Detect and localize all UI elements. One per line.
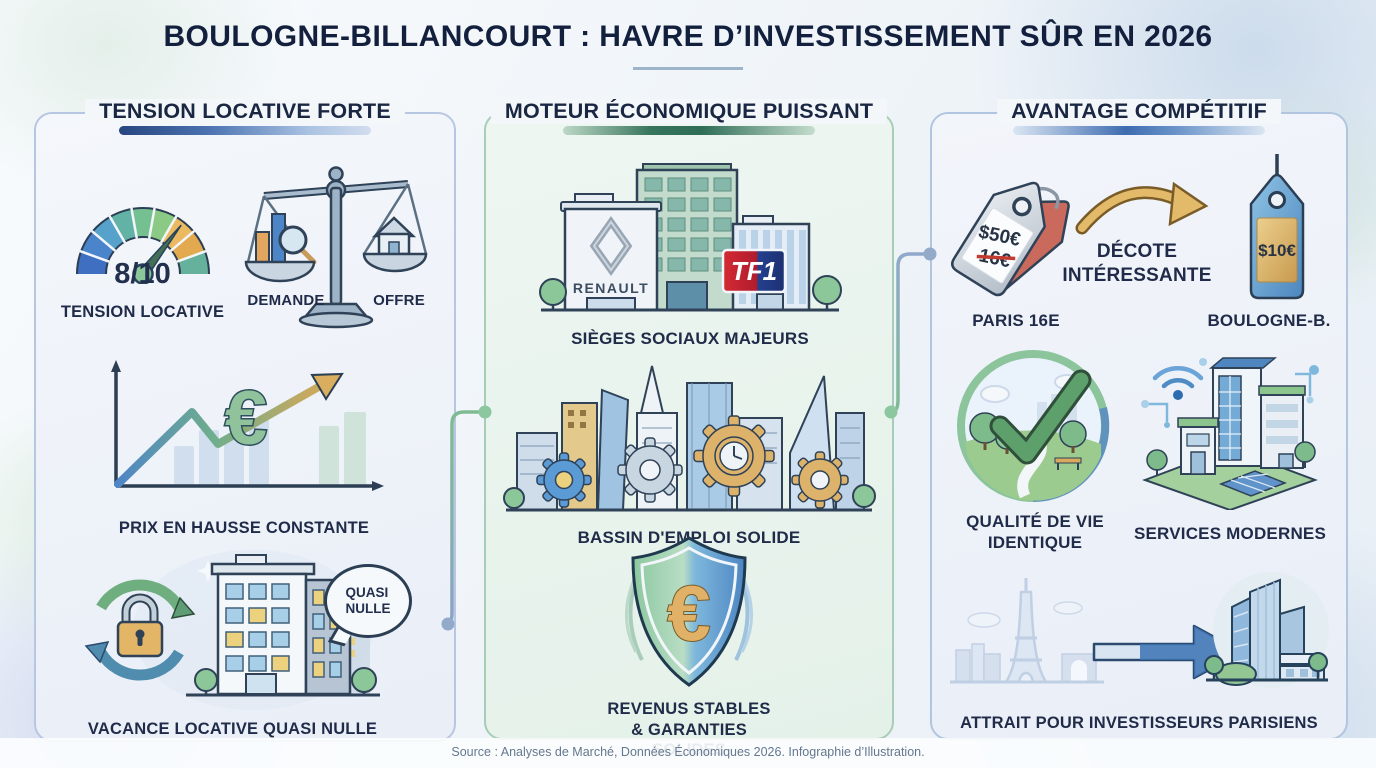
sparkle-icon bbox=[196, 560, 219, 582]
vacancy-lock-icon bbox=[84, 550, 380, 710]
cloud-icon bbox=[967, 601, 1083, 628]
gauge-icon bbox=[75, 207, 210, 285]
panel-tension-locative: TENSION LOCATIVE FORTE bbox=[34, 99, 456, 742]
paris-attraction-icon bbox=[950, 572, 1329, 688]
price-chart-icon: € bbox=[111, 360, 384, 491]
gauge-value: 8/10 bbox=[114, 258, 171, 290]
decote-label-line2: INTÉRESSANTE bbox=[1062, 265, 1212, 287]
quality-label-line2: IDENTIQUE bbox=[987, 533, 1083, 553]
gear-icon bbox=[536, 452, 592, 508]
vacancy-label: VACANCE LOCATIVE QUASI NULLE bbox=[87, 720, 378, 738]
bench-icon bbox=[1054, 457, 1082, 470]
quality-label: QUALITÉ DE VIE IDENTIQUE bbox=[950, 511, 1120, 554]
boulogne-buildings-icon bbox=[1204, 578, 1328, 686]
growth-arrow-head bbox=[310, 372, 344, 401]
tree-icon bbox=[1293, 441, 1316, 468]
hq-buildings-icon: RENAULT TF1 bbox=[539, 163, 842, 312]
decote-label: DÉCOTE INTÉRESSANTE bbox=[1049, 240, 1225, 289]
header-accent-bar bbox=[119, 126, 371, 135]
panel-moteur-economique: MOTEUR ÉCONOMIQUE PUISSANT bbox=[484, 99, 894, 759]
shield-block: € REVENUS STABLES & GARANTIES SOLIDES bbox=[604, 532, 774, 761]
renault-logo-text: RENAULT bbox=[573, 280, 649, 296]
services-block: SERVICES MODERNES bbox=[1128, 352, 1332, 544]
connector-economy-advantage bbox=[884, 247, 937, 419]
hq-label: SIÈGES SOCIAUX MAJEURS bbox=[571, 329, 809, 348]
paris-tag-block: $50€ 16€ bbox=[944, 160, 1079, 315]
attract-block: ATTRAIT POUR INVESTISSEURS PARISIENS bbox=[942, 562, 1336, 734]
revenue-shield-icon: € bbox=[624, 536, 754, 687]
hq-block: RENAULT TF1 SIÈGES SOCIAUX MAJEURS bbox=[530, 162, 850, 349]
scale-label-offre: OFFRE bbox=[373, 292, 425, 309]
paris-price-tag-icon: $50€ 16€ bbox=[950, 181, 1070, 297]
boulogne-tag-price: $10€ bbox=[1258, 241, 1296, 260]
page-title: BOULOGNE-BILLANCOURT : HAVRE D’INVESTISS… bbox=[163, 20, 1213, 53]
quality-label-line1: QUALITÉ DE VIE bbox=[966, 512, 1104, 531]
tree-icon bbox=[1059, 420, 1087, 453]
header-accent-bar bbox=[563, 126, 815, 135]
magnifier-icon bbox=[278, 225, 308, 255]
connector-tension-economy bbox=[441, 405, 492, 631]
tree-icon bbox=[1308, 652, 1328, 680]
tree-icon bbox=[1145, 449, 1168, 476]
arc-de-triomphe-icon bbox=[1061, 653, 1097, 683]
gauge-block: 8/10 TENSION LOCATIVE bbox=[60, 174, 225, 321]
title-underline bbox=[633, 67, 743, 70]
scale-block: DEMANDE OFFRE bbox=[236, 154, 441, 349]
panel-header-tension: TENSION LOCATIVE FORTE bbox=[85, 99, 405, 124]
paris-16e-label: PARIS 16E bbox=[972, 311, 1060, 330]
attract-label: ATTRAIT POUR INVESTISSEURS PARISIENS bbox=[960, 714, 1318, 732]
shield-euro-symbol: € bbox=[667, 569, 710, 657]
balance-scale-icon bbox=[244, 166, 428, 329]
jobs-block: BASSIN D'EMPLOI SOLIDE bbox=[502, 358, 876, 548]
footer-source: Source : Analyses de Marché, Données Éco… bbox=[0, 738, 1376, 768]
gauge-label: TENSION LOCATIVE bbox=[60, 303, 225, 321]
bubble-line2: NULLE bbox=[345, 601, 391, 616]
price-growth-block: € PRIX EN HAUSSE CONSTANTE bbox=[84, 354, 404, 539]
scale-label-demande: DEMANDE bbox=[247, 292, 325, 309]
discount-arrow-block bbox=[1074, 180, 1209, 243]
discount-arrow-icon bbox=[1075, 181, 1209, 235]
decote-label-line1: DÉCOTE bbox=[1096, 241, 1178, 262]
revenue-label-line1: REVENUS STABLES bbox=[607, 700, 771, 718]
header-accent-bar bbox=[1013, 126, 1265, 135]
tf1-logo-text: TF1 bbox=[731, 256, 777, 286]
quality-block: QUALITÉ DE VIE IDENTIQUE bbox=[950, 346, 1120, 554]
gear-clock-icon bbox=[693, 415, 775, 497]
panel-header-economy: MOTEUR ÉCONOMIQUE PUISSANT bbox=[490, 99, 888, 124]
quality-of-life-icon bbox=[957, 350, 1110, 503]
vacancy-block: VACANCE LOCATIVE QUASI NULLE bbox=[60, 542, 405, 740]
services-building-icon bbox=[1140, 357, 1319, 512]
tf1-logo bbox=[721, 248, 787, 294]
boulogne-tag-block: $10€ bbox=[1227, 152, 1327, 315]
jobs-city-icon bbox=[503, 365, 876, 512]
boulogne-b-label: BOULOGNE-B. bbox=[1207, 311, 1331, 330]
paris-skyline-icon bbox=[950, 578, 1104, 684]
price-label: PRIX EN HAUSSE CONSTANTE bbox=[118, 519, 370, 537]
gear-icon bbox=[617, 437, 683, 503]
bubble-line1: QUASI bbox=[345, 585, 389, 601]
speech-bubble-quasi-nulle: QUASI NULLE bbox=[324, 564, 412, 638]
chart-euro-symbol: € bbox=[225, 376, 267, 461]
wifi-icon bbox=[1152, 366, 1203, 400]
panel-avantage-competitif: AVANTAGE COMPÉTITIF $50€ bbox=[930, 99, 1348, 740]
refresh-arrows-icon bbox=[95, 579, 184, 611]
boulogne-price-tag-icon: $10€ bbox=[1249, 154, 1305, 300]
services-label: SERVICES MODERNES bbox=[1133, 524, 1327, 543]
panel-header-advantage: AVANTAGE COMPÉTITIF bbox=[997, 99, 1281, 124]
gear-icon bbox=[791, 451, 849, 509]
